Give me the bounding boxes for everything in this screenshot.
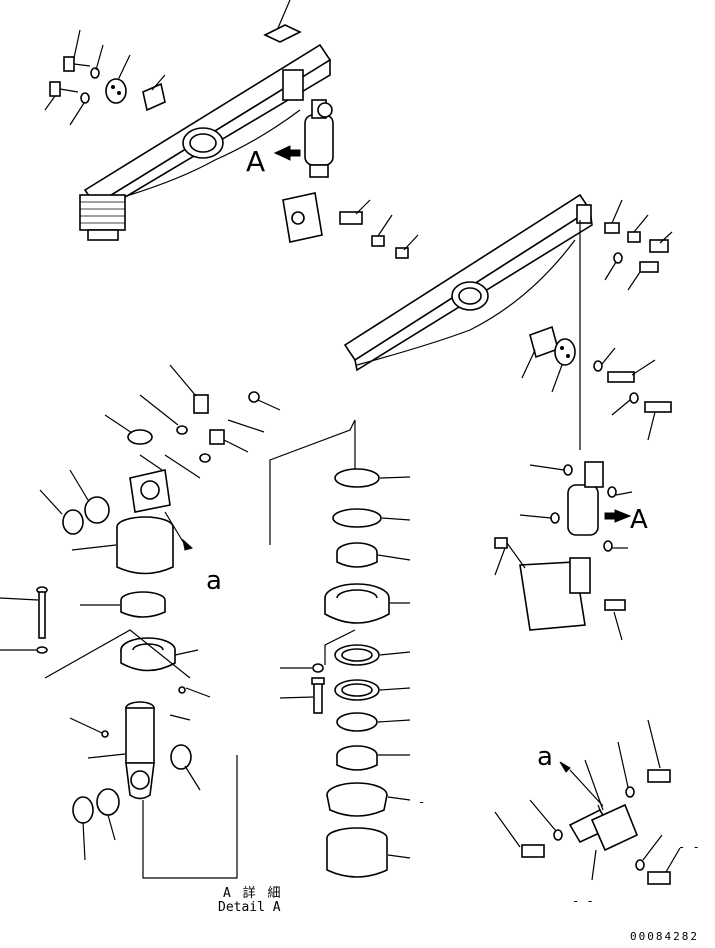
document-number: 00084282 [630, 930, 699, 943]
center-seal-stack [269, 419, 411, 878]
view-a-label-top: A [246, 145, 266, 178]
dash-mark-bracket-right: - - [678, 840, 700, 854]
detail-a-title-en: Detail A [218, 900, 281, 915]
detail-a-title-jp: A 詳 細 [223, 886, 283, 901]
right-suspension-cylinder [519, 461, 633, 552]
detail-a-bearing [44, 629, 199, 679]
upper-suspension-cylinder [273, 99, 334, 178]
ref-a-label-left: a [206, 566, 222, 596]
dash-mark-seal: - [418, 795, 426, 809]
bracket-a-assembly [494, 719, 681, 885]
right-top-bolts [604, 199, 673, 291]
detail-a-ring-and-bolt [0, 586, 166, 654]
top-bolts-left [44, 0, 291, 126]
right-mount-bracket [494, 537, 626, 641]
right-bushing-parts [521, 220, 672, 450]
left-bellows-mount [79, 194, 126, 241]
detail-a-upper-housing [39, 364, 281, 575]
ref-a-label-bottom: a [537, 742, 553, 772]
left-equalizer-bar [83, 24, 332, 217]
view-a-label-right: A [630, 505, 648, 535]
dash-mark-bracket-bottom: - - [572, 894, 594, 908]
detail-a-lower-cylinder [69, 686, 238, 879]
upper-mount-bracket [282, 192, 419, 259]
right-equalizer-bar [343, 193, 593, 372]
